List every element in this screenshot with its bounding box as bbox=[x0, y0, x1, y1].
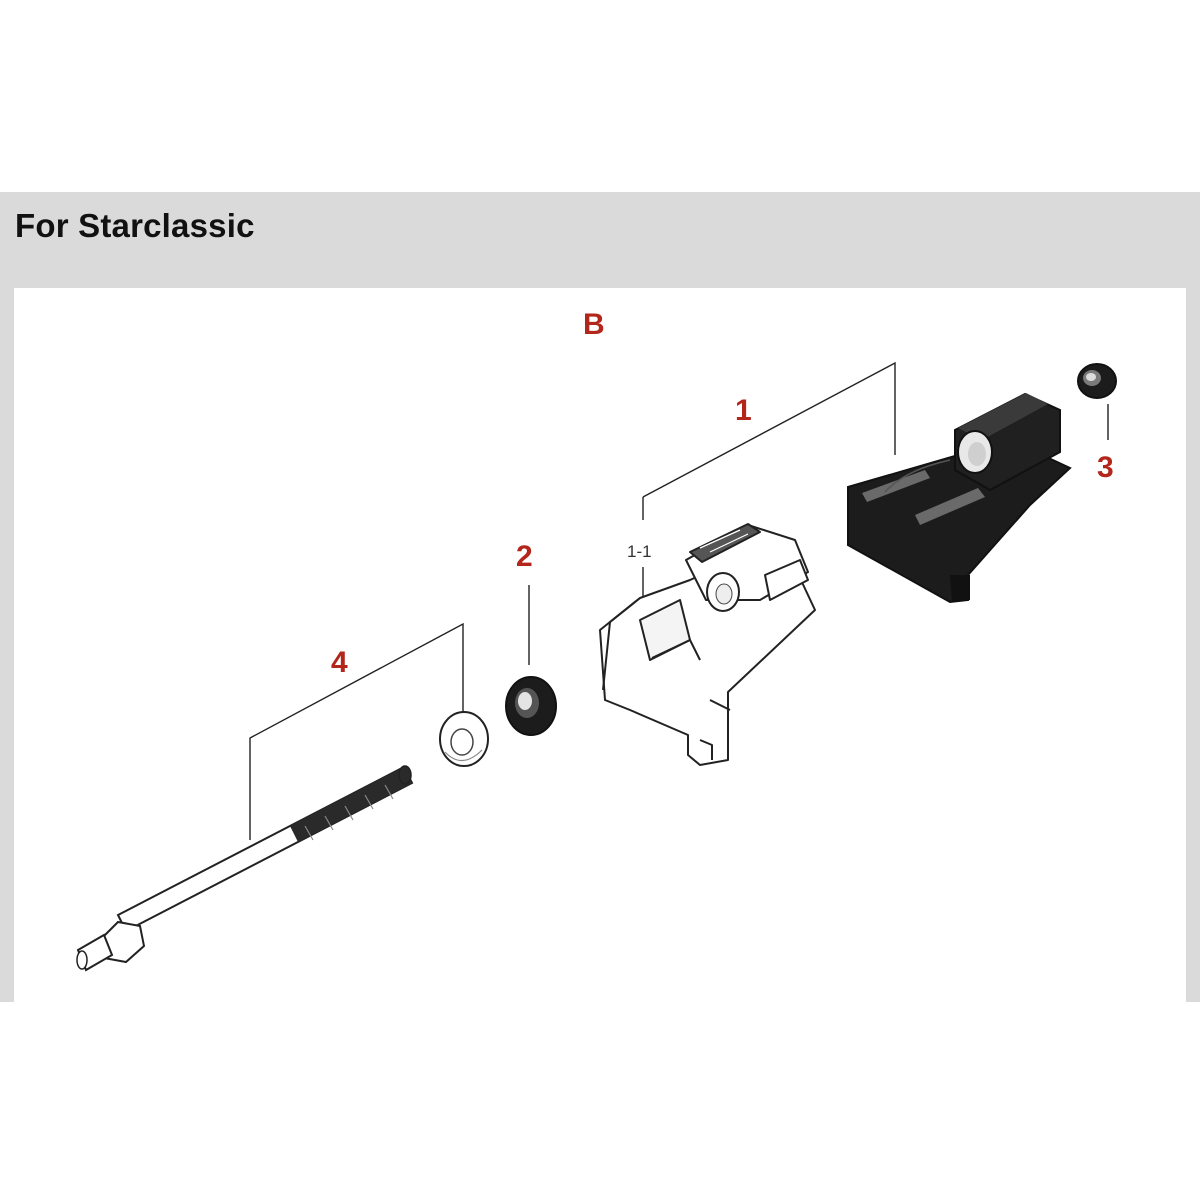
part-4-flat-washer bbox=[439, 711, 489, 767]
part-1-1-light-bracket bbox=[599, 523, 816, 766]
section-title: For Starclassic bbox=[15, 207, 255, 244]
callout-1: 1 bbox=[735, 394, 752, 427]
right-border bbox=[1186, 288, 1200, 1002]
leader-part-4 bbox=[249, 622, 464, 840]
header-band bbox=[0, 192, 1200, 288]
view-label: B bbox=[583, 308, 605, 341]
callout-2: 2 bbox=[516, 540, 533, 573]
left-border bbox=[0, 288, 14, 1002]
part-1-dark-bracket bbox=[847, 392, 1072, 604]
part-3-grommet bbox=[1077, 363, 1117, 399]
callout-3: 3 bbox=[1097, 451, 1114, 484]
callout-1-1: 1-1 bbox=[627, 542, 652, 561]
part-2-rubber-washer bbox=[505, 676, 557, 736]
leader-part-1 bbox=[642, 361, 896, 520]
part-4-tension-rod bbox=[76, 765, 414, 972]
callout-4: 4 bbox=[331, 646, 348, 679]
